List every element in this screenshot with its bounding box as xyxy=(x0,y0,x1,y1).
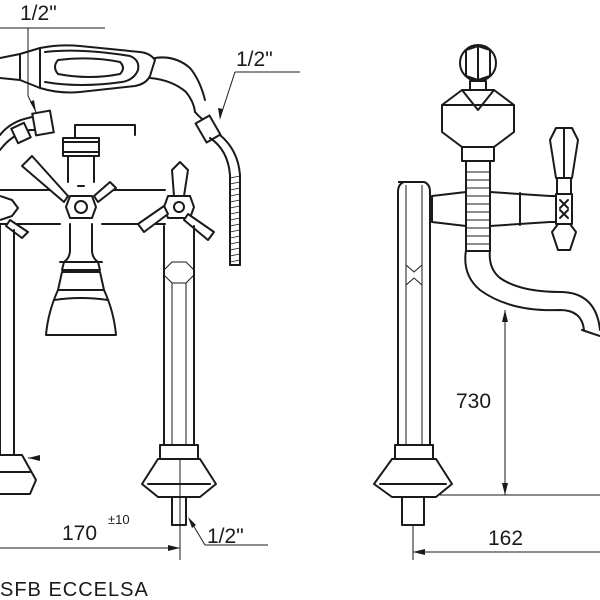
side-lever-handle xyxy=(549,127,579,251)
side-top-handle xyxy=(441,44,515,148)
front-spout xyxy=(45,271,117,336)
hose-thread-leader: 1/2" xyxy=(218,48,300,120)
model-caption: SFB ECCELSA xyxy=(0,579,149,600)
side-body xyxy=(431,146,573,252)
hand-shower xyxy=(0,44,206,113)
left-leg xyxy=(0,223,37,495)
side-view: 730 162 xyxy=(373,44,600,560)
left-hose-connector xyxy=(0,109,55,151)
inlet-thread-label: 1/2" xyxy=(207,525,244,548)
height-label: 730 xyxy=(456,390,491,413)
right-cross-handle xyxy=(137,161,215,241)
center-distance-tolerance: ±10 xyxy=(108,512,130,527)
inlet-thread-leader: 1/2" xyxy=(188,517,268,548)
hand-shower-thread-label: 1/2" xyxy=(20,2,57,25)
side-spout xyxy=(464,249,600,337)
right-leg xyxy=(141,225,217,526)
center-distance-label: 170 xyxy=(62,522,97,545)
height-dimension: 730 xyxy=(440,310,600,496)
reach-dimension: 162 xyxy=(412,525,600,560)
center-distance-dimension: 170 ±10 xyxy=(0,455,181,560)
side-leg xyxy=(373,181,453,526)
hose-thread-label: 1/2" xyxy=(236,48,273,71)
shower-hose xyxy=(194,111,241,266)
center-cross-handle xyxy=(21,155,117,219)
reach-label: 162 xyxy=(488,527,523,550)
left-cross-handle xyxy=(0,195,29,239)
hand-shower-thread-leader: 1/2" xyxy=(0,2,105,113)
front-view: 1/2" xyxy=(0,2,300,600)
